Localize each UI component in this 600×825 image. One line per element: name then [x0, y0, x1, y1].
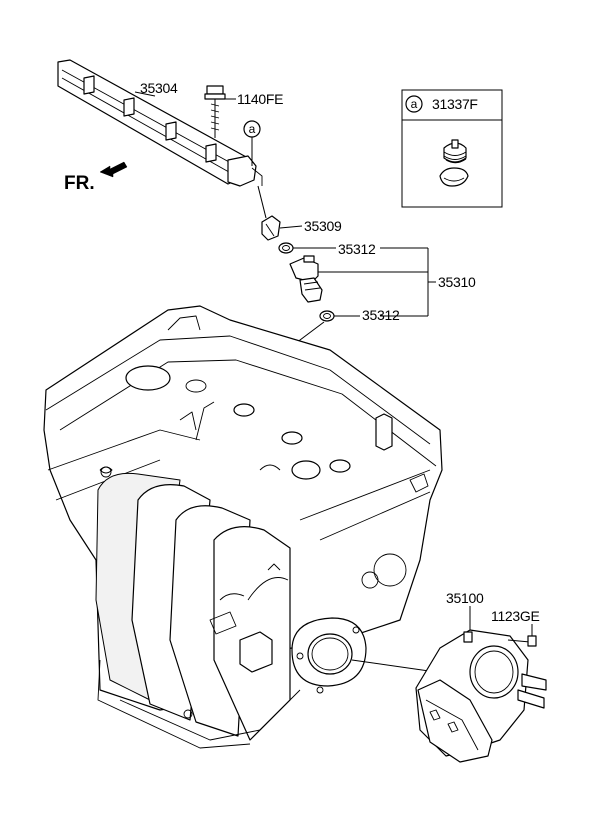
o-ring-upper-icon	[278, 242, 294, 254]
label-bolt: 1140FE	[224, 91, 284, 107]
label-throttle-body: 35100	[446, 590, 484, 630]
throttle-flange-icon	[291, 617, 367, 694]
bolt-icon	[204, 85, 226, 138]
rail-callout-letter: a	[249, 122, 256, 136]
front-direction-indicator: FR.	[64, 161, 128, 194]
callout-part-number: 31337F	[432, 96, 478, 112]
label-35100: 35100	[446, 590, 484, 606]
label-35304: 35304	[140, 80, 178, 96]
fuel-injector-icon	[289, 255, 323, 303]
callout-letter: a	[411, 97, 418, 111]
label-injector-clip: 35309	[279, 218, 342, 234]
o-ring-lower-icon	[319, 310, 335, 322]
label-oring-lower: 35312	[334, 307, 400, 323]
label-throttle-bolt: 1123GE	[491, 608, 540, 636]
label-35312-upper: 35312	[338, 241, 376, 257]
front-arrow-icon	[99, 161, 128, 178]
throttle-body-icon	[415, 629, 547, 763]
fuel-rail-icon	[57, 59, 263, 187]
label-35312-lower: 35312	[362, 307, 400, 323]
label-35310: 35310	[438, 274, 476, 290]
label-injector-assy: 35310	[318, 247, 476, 317]
hose-clamp-icon	[439, 139, 469, 187]
label-1140FE: 1140FE	[237, 91, 283, 107]
sensor-connector-icon	[239, 563, 289, 673]
injector-clip-icon	[261, 215, 281, 241]
front-marker-label: FR.	[64, 173, 95, 194]
intake-manifold-icon	[95, 466, 301, 749]
rail-callout-marker: a	[243, 120, 261, 166]
label-35309: 35309	[304, 218, 342, 234]
label-oring-upper: 35312	[293, 241, 376, 257]
callout-box: a 31337F	[401, 89, 503, 208]
label-fuel-rail: 35304	[134, 80, 178, 97]
label-1123GE: 1123GE	[491, 608, 540, 624]
